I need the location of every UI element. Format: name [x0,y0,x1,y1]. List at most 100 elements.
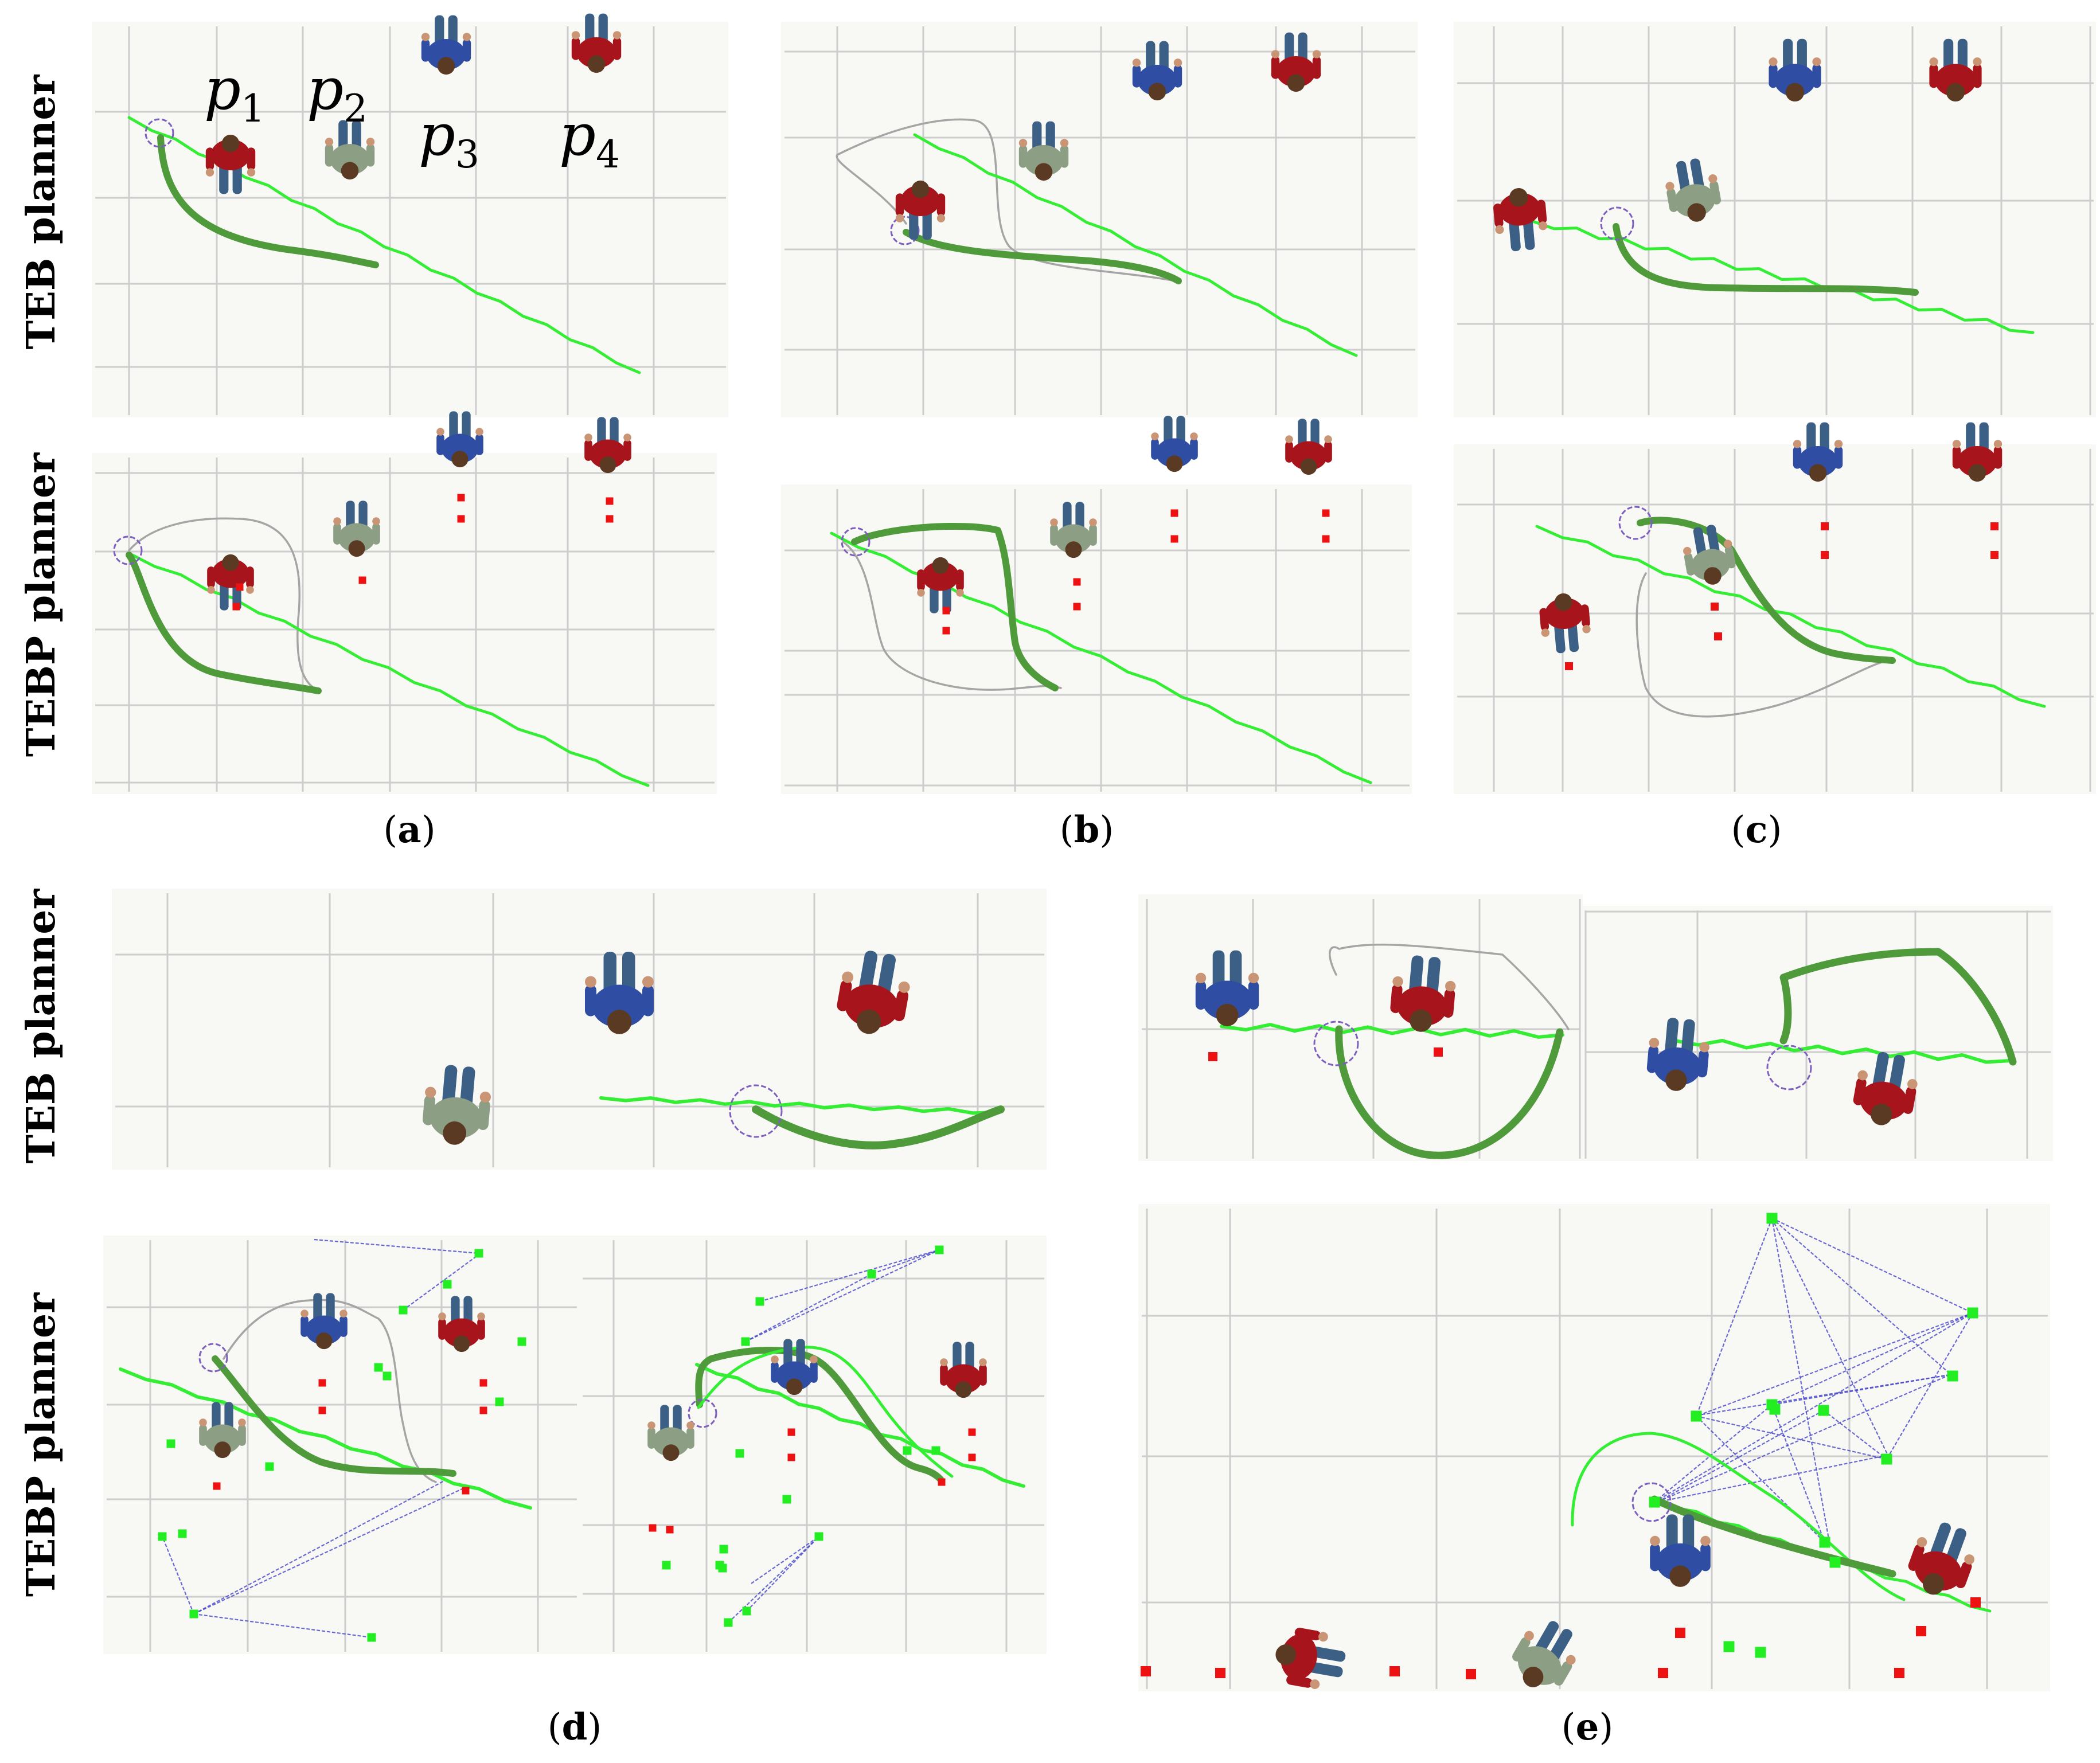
pedestrian-hand [1060,139,1069,147]
caption-a: (a) [383,808,436,851]
pedestrian-torso [1656,1543,1704,1581]
pedestrian-torso [338,523,376,553]
pedestrian-leg [313,1293,322,1324]
pedestrian-hand [1700,1535,1711,1546]
pedestrian-torso [652,1427,690,1457]
pedestrian-arm [421,39,430,62]
pedestrian-head [1216,1003,1239,1026]
graph-node [1881,1453,1892,1465]
panel-a-teb [92,22,728,417]
pedestrian-hand [372,517,380,525]
predicted-position-marker [942,607,950,615]
predicted-position-marker [1970,1597,1981,1608]
predicted-position-marker [479,1406,487,1414]
pedestrian-plaid [647,1405,694,1461]
pedestrian-leg [858,951,877,995]
pedestrian-head [453,1335,470,1352]
pedestrian-head [1809,464,1827,482]
pedestrian-leg [232,162,242,194]
pedestrian-label-letter: p [419,101,455,169]
pedestrian-hand [1699,1042,1709,1053]
pedestrian-arm [585,984,596,1017]
pedestrian-red [1275,1628,1346,1689]
pedestrian-arm [333,523,341,545]
pedestrian-head [856,1009,881,1034]
pedestrian-head [587,55,606,73]
pedestrian-head [662,1444,680,1461]
predicted-position-marker [457,515,465,523]
pedestrian-leg [1164,416,1173,447]
pedestrian-head [1509,188,1528,207]
pedestrian-hand [1089,518,1097,526]
graph-node [719,1545,728,1554]
pedestrian-hand [842,971,854,983]
global-path [697,1346,954,1478]
global-path [599,1096,1000,1115]
pedestrian-hand [686,1421,694,1429]
pedestrian-arm [1294,1628,1321,1641]
graph-node [741,1337,750,1346]
predicted-position-marker [1215,1668,1225,1678]
pedestrian-torso [775,1361,813,1391]
graph-node [1829,1557,1841,1568]
pedestrian-leg [598,13,608,46]
predicted-position-marker [1821,522,1829,530]
pedestrian-hand [205,168,214,177]
pedestrian-head [437,57,455,75]
pedestrian-leg [1285,32,1294,65]
pedestrian-head [1035,163,1053,181]
predicted-position-marker [942,627,950,635]
pedestrian-arm [810,1361,818,1383]
pedestrian-arm [1312,56,1321,79]
pedestrian-hand [333,517,341,525]
pedestrian-label-3: p3 [419,101,479,177]
pedestrian-arm [1173,65,1182,88]
pedestrian-label-4: p4 [559,101,620,177]
pedestrian-hand [325,138,334,146]
pedestrian-torso [1055,524,1092,554]
pedestrian-red [1271,32,1321,92]
pedestrian-torso [1024,145,1064,176]
pedestrian-red [895,180,946,240]
predicted-position-marker [1073,603,1081,611]
pedestrian-head [1665,1069,1687,1091]
pedestrian-torso [441,433,479,463]
pedestrian-leg [1032,121,1042,154]
pedestrian-arm [642,984,654,1017]
row-label-tebp-top: TEBP planner [18,452,64,757]
pedestrian-torso [430,1097,482,1139]
local-trajectory [126,552,322,694]
pedestrian-arm [1580,604,1590,627]
pedestrian-hand [1793,440,1802,448]
pedestrian-torso [1774,64,1816,97]
pedestrian-head [1287,74,1305,92]
predicted-position-marker [1322,535,1330,543]
pedestrian-hand [339,1309,348,1318]
predicted-position-marker [968,1453,976,1461]
graph-node [867,1269,876,1279]
pedestrian-arm [238,1424,246,1446]
predicted-position-marker [1466,1669,1476,1679]
pedestrian-label-letter: p [559,101,596,169]
pedestrian-hand [1132,58,1141,67]
graph-node [1967,1307,1978,1319]
pedestrian-leg [1298,419,1307,449]
pedestrian-hand [1708,174,1718,183]
pedestrian-arm [1903,1086,1916,1114]
row-label-teb-bottom: TEB planner [18,889,64,1164]
pedestrian-blue [1151,416,1198,472]
pedestrian-hand [1524,1631,1534,1641]
pedestrian-torso [944,1364,982,1394]
pedestrian-leg [326,1293,335,1324]
graph-node [189,1609,198,1619]
pedestrian-head [1523,1667,1544,1687]
pedestrian-hand [1050,518,1058,526]
robot-footprint-circle [729,1084,783,1138]
predicted-position-marker [1434,1047,1443,1057]
pedestrian-hand [1973,57,1982,67]
pedestrian-leg [930,583,939,613]
graph-node [1766,1213,1778,1224]
pedestrian-hand [623,433,631,441]
graph-edge [193,1487,465,1615]
panel-background [112,889,1047,1170]
